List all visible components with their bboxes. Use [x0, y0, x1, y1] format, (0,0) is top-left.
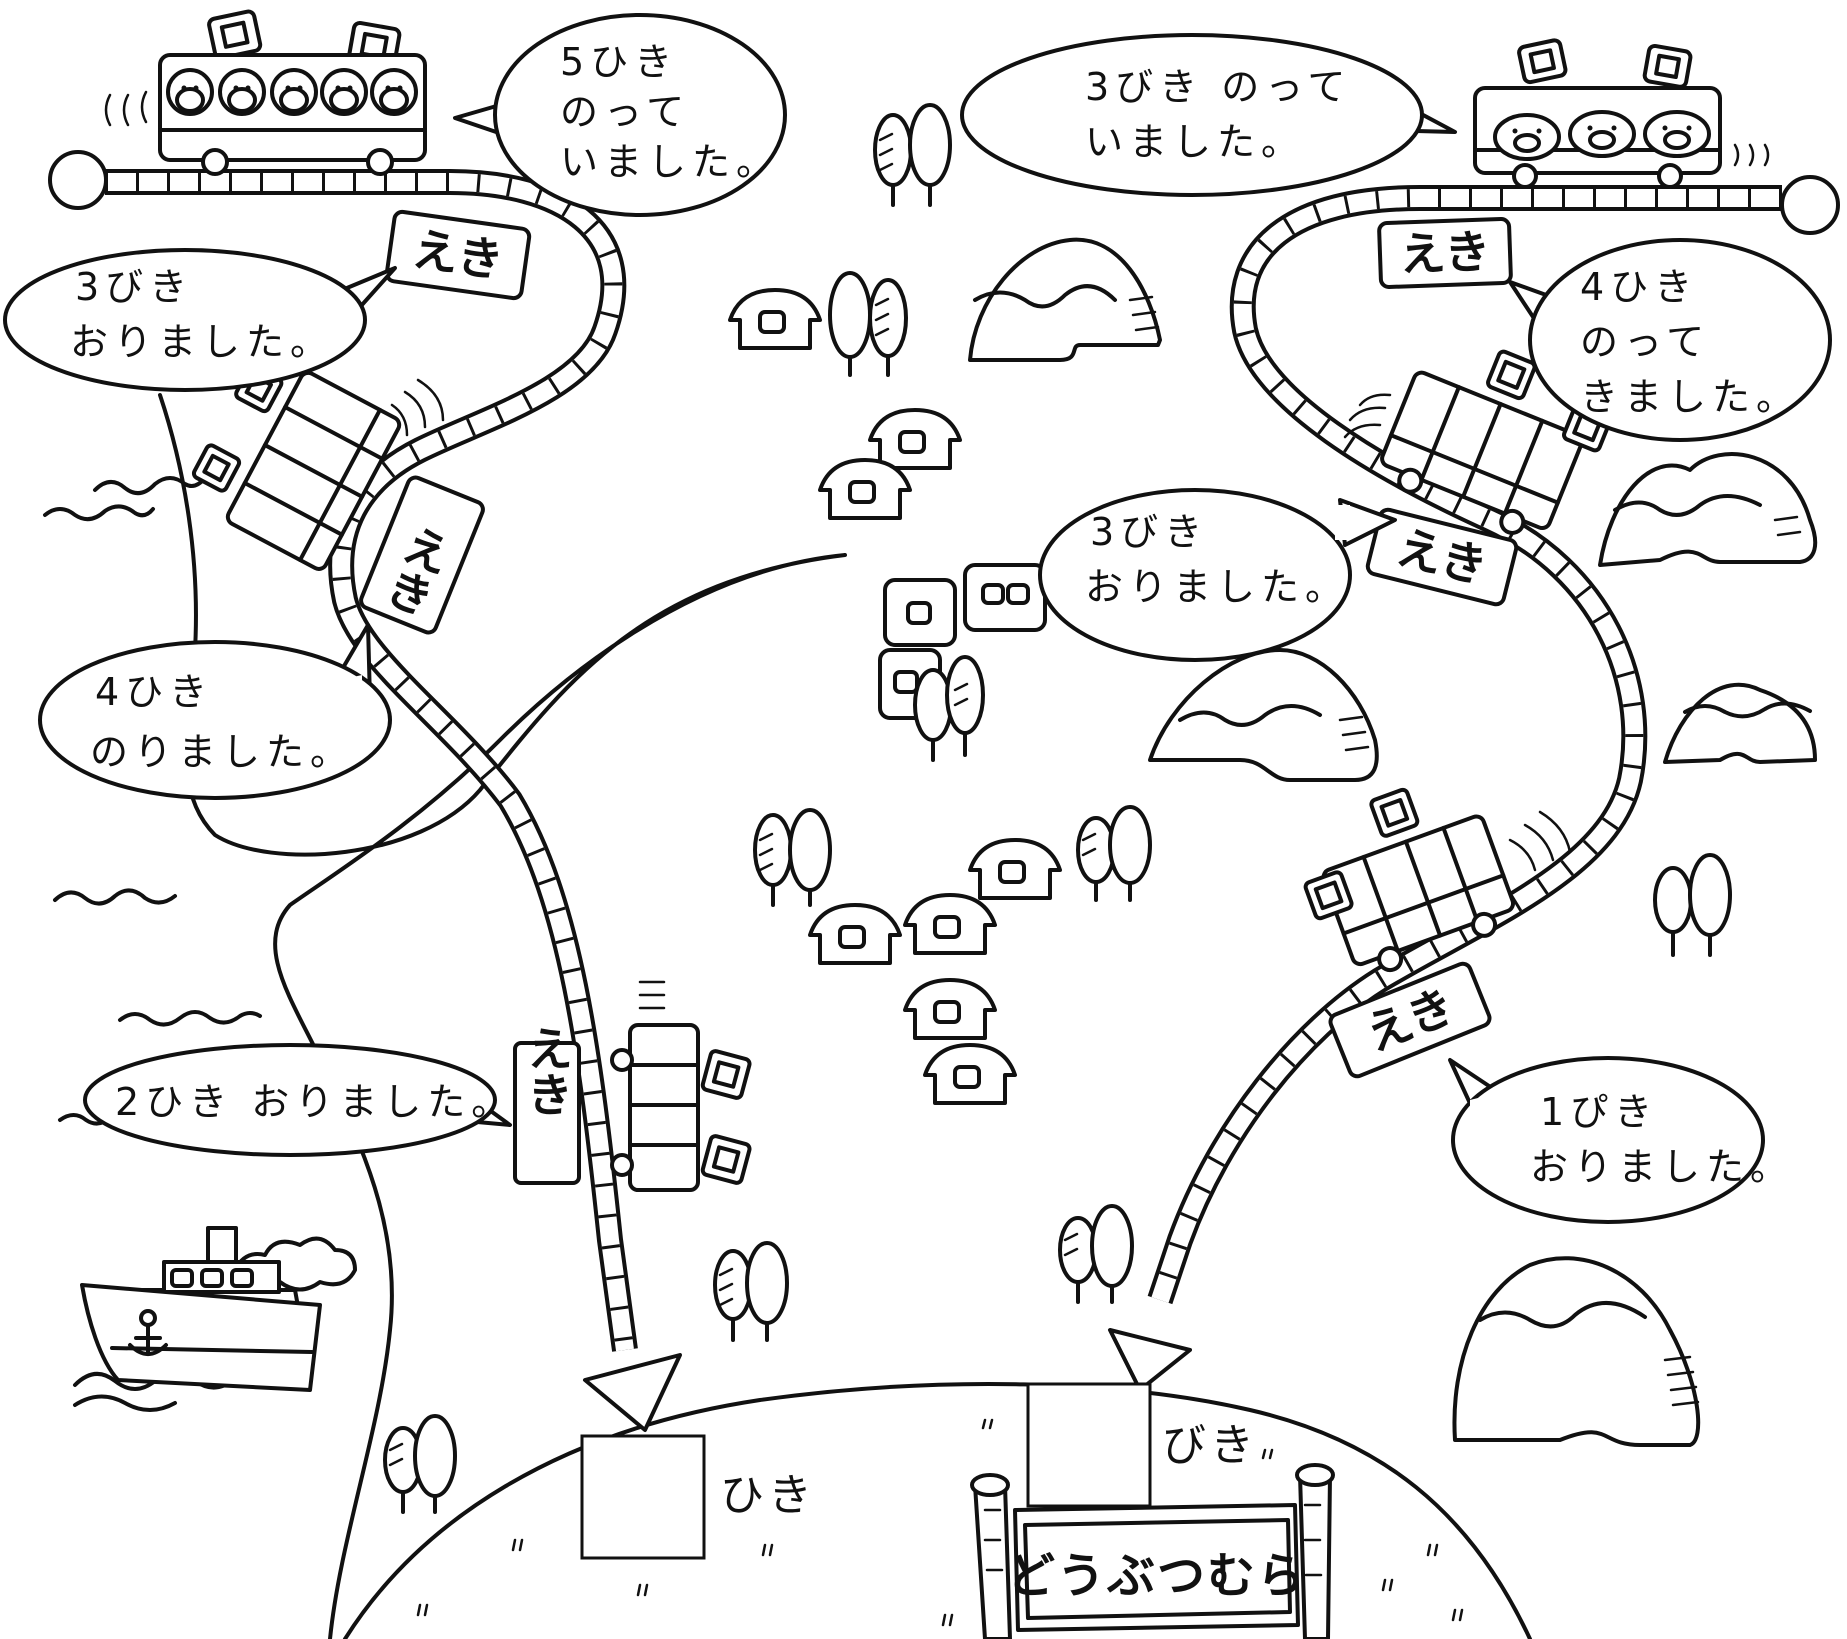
bubble-right-station-3: 1ぴき おりました。: [1448, 1056, 1794, 1224]
coastline: [158, 393, 847, 1639]
station-sign-left-1: えき: [384, 209, 532, 301]
bubble-line: 3びき のって: [1085, 65, 1351, 109]
right-answer-area: びき: [1026, 1382, 1258, 1508]
bubble-left-start: 5ひき のって いました。: [453, 13, 787, 217]
bubble-left-station-3: 2ひき おりました。: [83, 1043, 515, 1157]
station-sign-right-1: えき: [1377, 217, 1513, 289]
bubble-line: おりました。: [1085, 565, 1349, 609]
left-train-start: [104, 9, 427, 176]
village-name: どうぶつむら: [1007, 1548, 1307, 1604]
bubble-line: のりました。: [90, 730, 354, 774]
bubble-right-start: 3びき のって いました。: [960, 33, 1457, 197]
station-sign-right-3: えき: [1328, 961, 1492, 1079]
bubble-line: のって: [560, 90, 690, 134]
right-train-start: [1473, 38, 1770, 189]
station-label: えき: [409, 222, 506, 288]
bubble-line: 3びき: [1090, 510, 1208, 554]
bubble-right-station-1: 4ひき のって きました。: [1508, 238, 1832, 442]
bubble-line: 4ひき: [1580, 265, 1698, 309]
bubble-line: 1ぴき: [1540, 1090, 1658, 1134]
right-arrowhead: [1108, 1328, 1192, 1392]
bubble-line: きました。: [1580, 375, 1800, 419]
station-sign-left-3: えき: [513, 1025, 581, 1185]
monkey-passenger-icon: [166, 68, 418, 116]
right-railway: [1108, 175, 1840, 1392]
left-railway: [48, 150, 682, 1432]
right-train-3: [1303, 787, 1516, 973]
right-unit-label: びき: [1162, 1420, 1258, 1471]
steamship-icon: [80, 1226, 357, 1392]
mountains: [968, 237, 1818, 1447]
bubble-line: おりました。: [70, 320, 334, 364]
houses: [728, 288, 1062, 1105]
bubble-left-station-2: 4ひき のりました。: [38, 623, 392, 800]
bubble-line: 2ひき おりました。: [115, 1080, 515, 1124]
left-answer-area: ひき: [580, 1434, 816, 1560]
left-train-3: [610, 980, 752, 1192]
bubble-left-station-1: 3びき おりました。: [3, 248, 397, 392]
bubble-right-station-2: 3びき おりました。: [1038, 488, 1397, 662]
bubble-line: いました。: [560, 140, 780, 184]
bubble-line: おりました。: [1530, 1145, 1794, 1189]
grass-marks: [416, 1418, 1464, 1627]
right-answer-box[interactable]: [1026, 1382, 1152, 1508]
bubble-line: 3びき: [75, 265, 193, 309]
bubble-line: 5ひき: [560, 40, 678, 84]
bubble-line: 4ひき: [95, 670, 213, 714]
station-label: えき: [1399, 224, 1491, 281]
station-sign-left-2: えき: [359, 475, 485, 635]
left-answer-box[interactable]: [580, 1434, 706, 1560]
anchor-icon: [128, 1309, 168, 1356]
village-hill: [343, 1381, 1532, 1639]
pig-passenger-icon: [1493, 110, 1711, 161]
trees: [383, 103, 1732, 1514]
bubble-line: のって: [1580, 320, 1710, 364]
left-arrowhead: [583, 1353, 682, 1432]
station-label: えき: [520, 1025, 574, 1117]
village-sign: どうぶつむら: [970, 1463, 1335, 1639]
bubble-line: いました。: [1085, 120, 1305, 164]
left-unit-label: ひき: [720, 1470, 816, 1521]
station-sign-right-2: えき: [1365, 507, 1519, 607]
